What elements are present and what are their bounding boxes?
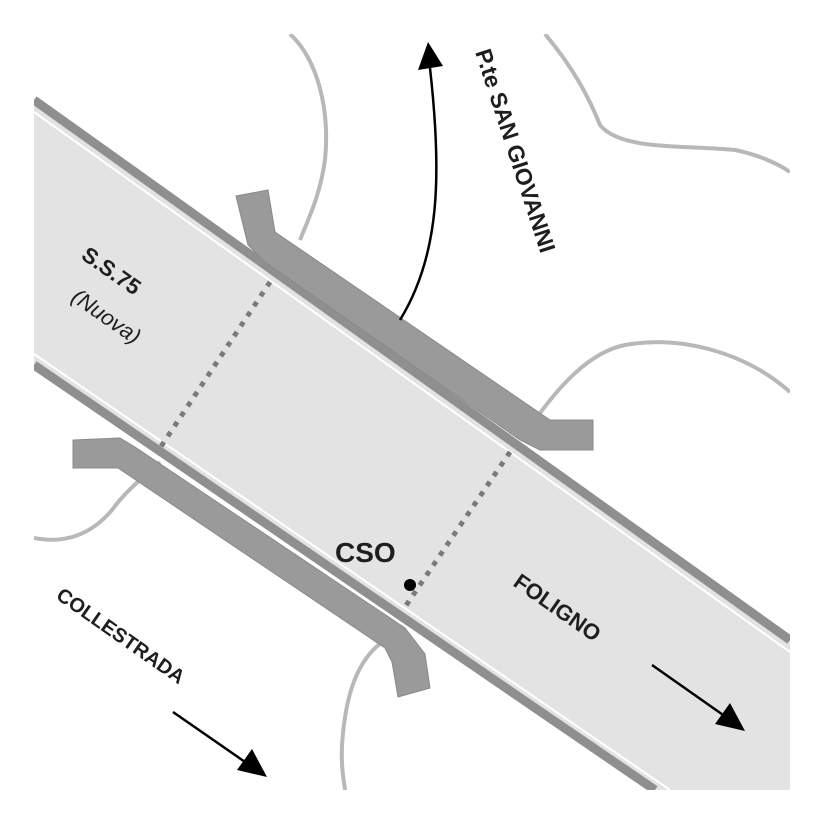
road-surface xyxy=(34,100,790,790)
road-edge-north-inner xyxy=(34,111,790,653)
contour-line-east xyxy=(533,340,790,422)
bridge-decks xyxy=(72,189,594,698)
point-label: CSO xyxy=(335,537,396,568)
crossing-lines xyxy=(157,280,513,609)
arrow-north-curved xyxy=(398,42,443,321)
road-edge-north xyxy=(34,96,790,644)
road-edge-south-inner xyxy=(34,353,671,790)
southwest-destination-label: COLLESTRADA xyxy=(52,584,188,689)
cso-point-marker xyxy=(404,579,416,591)
arrow-east xyxy=(651,663,745,731)
bridge-deck-north xyxy=(235,189,594,451)
bridge-deck-south xyxy=(72,437,431,698)
contour-line-northeast xyxy=(543,34,790,174)
contour-line-south xyxy=(339,638,387,790)
crossing-line-west xyxy=(157,280,273,450)
contour-line-north xyxy=(288,34,329,241)
terrain-contours xyxy=(34,34,790,790)
road-ss75 xyxy=(34,96,790,790)
north-destination-label: P.te SAN GIOVANNI xyxy=(470,46,560,256)
arrow-southwest xyxy=(172,710,267,777)
road-edge-south xyxy=(34,361,658,790)
direction-arrows xyxy=(172,42,745,777)
crossing-line-east xyxy=(402,450,513,609)
